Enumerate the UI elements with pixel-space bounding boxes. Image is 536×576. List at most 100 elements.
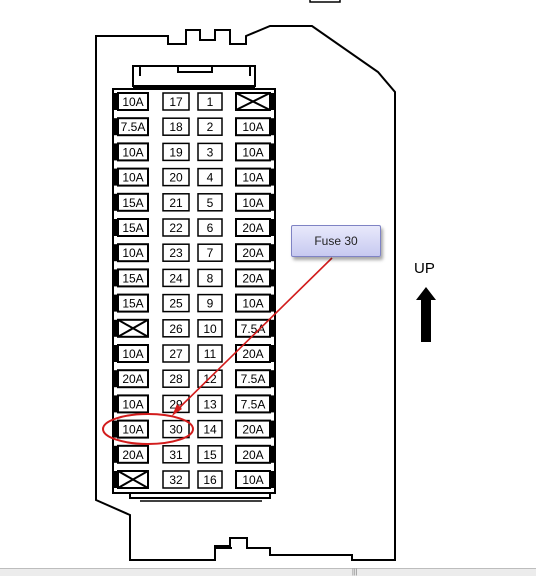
fuse-label: 15A	[122, 221, 143, 235]
fuse-rating-right-11: 20A	[235, 344, 274, 363]
fuse-label: 10A	[242, 171, 263, 185]
fuse-number-inner-left-3: 19	[162, 142, 190, 162]
fuse-rating-right-12: 7.5A	[235, 369, 274, 389]
fuse-label: 15A	[122, 196, 143, 210]
fuse-rating-right-4: 10A	[235, 167, 274, 187]
fuse-label: 10A	[122, 397, 143, 411]
fuse-number-inner-left-16: 32	[162, 470, 190, 489]
fuse-number-inner-right-10: 10	[197, 319, 223, 338]
fuse-number-inner-right-8: 8	[197, 268, 223, 288]
fuse-label: 13	[203, 397, 217, 411]
fuse-rating-right-15: 20A	[235, 444, 274, 464]
fuse-label: 20A	[242, 221, 263, 235]
fuse-number-inner-right-5: 5	[197, 193, 223, 212]
fuse-label: 16	[203, 473, 217, 487]
fuse-label: 20A	[122, 372, 143, 386]
fuse-rating-right-9: 10A	[235, 293, 274, 313]
fuse-number-inner-left-1: 17	[162, 92, 190, 111]
fuse-label: 27	[169, 347, 183, 361]
fuse-label: 20A	[242, 448, 263, 462]
up-label: UP	[414, 260, 435, 277]
fuse-label: 12	[203, 372, 217, 386]
fuse-number-inner-left-9: 25	[162, 293, 190, 313]
fuse-number-inner-right-1: 1	[197, 92, 223, 111]
fuse-number-inner-left-10: 26	[162, 319, 190, 338]
fuse-label: 19	[169, 145, 183, 159]
fuse-rating-left-5: 15A	[114, 192, 149, 212]
fuse-label: 10A	[122, 171, 143, 185]
fuse-label: 14	[203, 423, 217, 437]
fuse-label: 10A	[242, 196, 263, 210]
fuse-number-inner-left-15: 31	[162, 445, 190, 464]
fuse-number-inner-right-14: 14	[197, 419, 223, 439]
fuse-label: 15A	[122, 297, 143, 311]
fuse-label: 23	[169, 246, 183, 260]
fuse-number-inner-right-13: 13	[197, 394, 223, 414]
fuse-label: 20A	[242, 246, 263, 260]
fuse-label: 11	[204, 347, 217, 361]
fuse-label: 21	[169, 196, 183, 210]
fuse-label: 10A	[122, 347, 143, 361]
fuse-number-inner-right-4: 4	[197, 167, 223, 187]
fuse-label: 5	[207, 196, 214, 210]
fuse-rating-right-8: 20A	[235, 268, 274, 288]
fuse-label: 10A	[242, 297, 263, 311]
fuse-label: 18	[169, 120, 183, 134]
fuse-30-callout: Fuse 30	[291, 225, 381, 257]
fuse-label: 25	[169, 297, 183, 311]
fuse-number-inner-right-16: 16	[197, 470, 223, 489]
fuse-rating-left-9: 15A	[114, 293, 149, 313]
fuse-rating-left-14: 10A	[114, 419, 149, 439]
fuse-number-inner-right-3: 3	[197, 142, 223, 162]
fuse-label: 10A	[242, 120, 263, 134]
fuse-number-inner-left-4: 20	[162, 167, 190, 187]
fuse-number-inner-right-7: 7	[197, 243, 223, 262]
top-edge-fragment	[309, 0, 341, 3]
fuse-label: 7.5A	[241, 397, 266, 411]
fuse-label: 32	[169, 473, 183, 487]
fuse-label: 31	[169, 448, 183, 462]
fuse-number-inner-left-12: 28	[162, 369, 190, 388]
fuse-label: 10A	[122, 145, 143, 159]
fuse-label: 30	[169, 423, 183, 437]
fuse-rating-right-7: 20A	[235, 243, 274, 263]
fuse-number-inner-left-2: 18	[162, 117, 190, 136]
fuse-rating-left-4: 10A	[114, 167, 149, 187]
fuse-label: 24	[169, 271, 183, 285]
fuse-rating-left-13: 10A	[114, 394, 149, 414]
fuse-number-inner-right-11: 11	[197, 344, 223, 363]
empty-slot-cross-icon	[235, 92, 271, 111]
fuse-label: 10	[203, 322, 217, 336]
fuse-label: 1	[207, 95, 214, 109]
fuse-panel	[112, 88, 276, 502]
bottom-scrollbar[interactable]	[0, 568, 536, 576]
fuse-label: 9	[207, 297, 214, 311]
fuse-number-inner-right-9: 9	[197, 293, 223, 313]
fuse-rating-right-2: 10A	[235, 117, 274, 137]
fuse-rating-left-16	[114, 470, 149, 489]
fuse-30-pointer	[102, 257, 333, 445]
fuse-label: 7.5A	[241, 322, 266, 336]
fuse-label: 20A	[242, 347, 263, 361]
fuse-label: 20	[169, 171, 183, 185]
fuse-rating-left-7: 10A	[114, 243, 149, 263]
fuse-rating-right-13: 7.5A	[235, 394, 274, 414]
fuse-rating-left-10	[114, 318, 149, 338]
fuse-cells: 10A7.5A10A10A15A15A10A15A15A10A20A10A10A…	[114, 92, 274, 489]
fuse-number-inner-left-11: 27	[162, 344, 190, 363]
fuse-rating-left-6: 15A	[114, 218, 149, 237]
fuse-label: 7.5A	[241, 372, 266, 386]
fuse-label: 17	[169, 95, 183, 109]
fuse-number-inner-left-7: 23	[162, 243, 190, 262]
bottom-connector	[214, 547, 232, 560]
fuse-number-inner-left-6: 22	[162, 218, 190, 237]
fuse-number-inner-left-5: 21	[162, 193, 190, 212]
fuse-label: 10A	[242, 145, 263, 159]
fuse-number-inner-right-15: 15	[197, 445, 223, 464]
fuse-rating-left-11: 10A	[114, 344, 149, 363]
fuse-number-inner-left-14: 30	[162, 419, 190, 439]
fuse-rating-left-3: 10A	[114, 142, 149, 162]
fuse-label: 7	[207, 246, 214, 260]
fuse-rating-right-3: 10A	[235, 142, 274, 162]
